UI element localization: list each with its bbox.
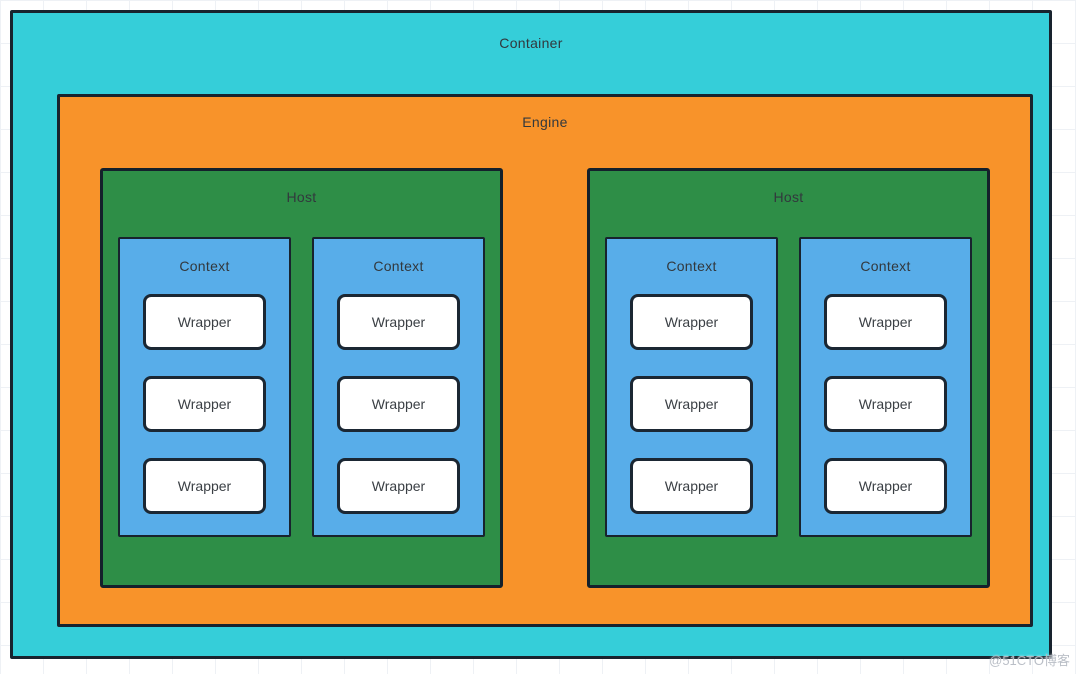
context-label: Context bbox=[373, 258, 424, 274]
contexts-row: Context Wrapper Wrapper Wrapper Context … bbox=[103, 237, 500, 537]
wrapper-box: Wrapper bbox=[143, 376, 266, 432]
wrapper-box: Wrapper bbox=[824, 376, 947, 432]
wrappers-column: Wrapper Wrapper Wrapper bbox=[120, 294, 289, 514]
engine-label: Engine bbox=[522, 114, 568, 130]
wrapper-box: Wrapper bbox=[143, 458, 266, 514]
engine-box: Engine Host Context Wrapper Wrapper Wrap… bbox=[57, 94, 1033, 627]
wrapper-box: Wrapper bbox=[143, 294, 266, 350]
contexts-row: Context Wrapper Wrapper Wrapper Context … bbox=[590, 237, 987, 537]
context-box: Context Wrapper Wrapper Wrapper bbox=[799, 237, 972, 537]
context-label: Context bbox=[666, 258, 717, 274]
context-label: Context bbox=[860, 258, 911, 274]
wrapper-box: Wrapper bbox=[337, 376, 460, 432]
wrappers-column: Wrapper Wrapper Wrapper bbox=[607, 294, 776, 514]
wrappers-column: Wrapper Wrapper Wrapper bbox=[314, 294, 483, 514]
container-label: Container bbox=[499, 35, 563, 51]
wrapper-box: Wrapper bbox=[337, 294, 460, 350]
host-box-2: Host Context Wrapper Wrapper Wrapper Con… bbox=[587, 168, 990, 588]
container-box: Container Engine Host Context Wrapper Wr… bbox=[10, 10, 1052, 659]
context-label: Context bbox=[179, 258, 230, 274]
wrappers-column: Wrapper Wrapper Wrapper bbox=[801, 294, 970, 514]
host-label: Host bbox=[773, 189, 804, 205]
wrapper-box: Wrapper bbox=[630, 376, 753, 432]
context-box: Context Wrapper Wrapper Wrapper bbox=[312, 237, 485, 537]
wrapper-box: Wrapper bbox=[337, 458, 460, 514]
host-label: Host bbox=[286, 189, 317, 205]
wrapper-box: Wrapper bbox=[824, 458, 947, 514]
wrapper-box: Wrapper bbox=[630, 458, 753, 514]
host-box-1: Host Context Wrapper Wrapper Wrapper Con… bbox=[100, 168, 503, 588]
context-box: Context Wrapper Wrapper Wrapper bbox=[118, 237, 291, 537]
wrapper-box: Wrapper bbox=[630, 294, 753, 350]
site-watermark: @51CTO博客 bbox=[989, 653, 1070, 668]
wrapper-box: Wrapper bbox=[824, 294, 947, 350]
context-box: Context Wrapper Wrapper Wrapper bbox=[605, 237, 778, 537]
